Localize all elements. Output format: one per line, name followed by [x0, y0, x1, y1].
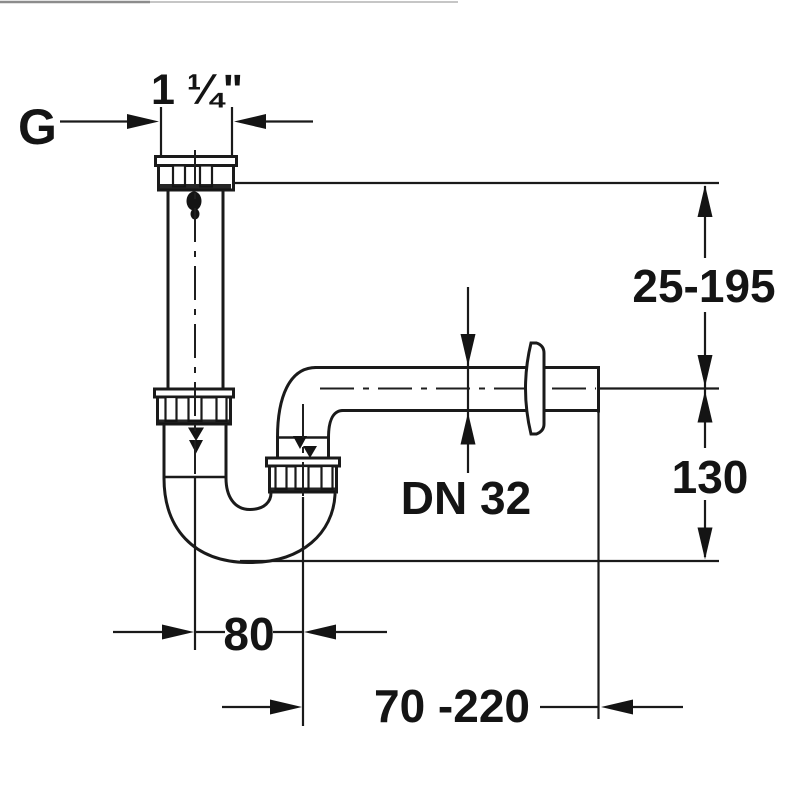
wall-outlet-dimension: [222, 411, 683, 726]
trap-depth-label: 130: [672, 451, 749, 503]
p-trap-bend: [162, 422, 337, 565]
flow-mark: [293, 436, 307, 449]
centerlines: [194, 150, 596, 497]
arrow-left-icon: [234, 114, 266, 129]
flow-mark: [303, 446, 317, 458]
inlet-height-dimension: [234, 181, 719, 448]
arrow-right-icon: [270, 699, 302, 715]
thread-label: G: [18, 99, 57, 155]
inlet-height-label: 25-195: [632, 260, 775, 312]
wall-outlet-label: 70 -220: [374, 680, 530, 732]
arrow-right-icon: [127, 114, 159, 129]
arrow-up-icon: [697, 390, 713, 423]
thread-size-label: 1 ¼": [151, 66, 243, 114]
wall-flange: [524, 341, 546, 436]
arrow-left-icon: [601, 699, 633, 715]
trap-offset-dimension: [113, 477, 387, 650]
arrow-up-icon: [697, 185, 713, 217]
arrow-right-icon: [162, 624, 194, 640]
inlet-tailpiece-pipe: [166, 188, 225, 391]
trap-depth-dimension: [240, 387, 719, 563]
outlet-elbow-pipe: [275, 365, 600, 460]
arrow-down-icon: [697, 355, 713, 387]
thread-size-dimension: [60, 107, 313, 156]
arrow-down-icon: [697, 527, 713, 560]
arrow-down-icon: [460, 334, 476, 366]
pipe-diameter-label: DN 32: [401, 472, 531, 524]
pipe-diameter-dimension: [460, 287, 476, 473]
arrow-left-icon: [304, 624, 336, 640]
flow-mark: [188, 427, 204, 441]
trap-offset-label: 80: [223, 608, 274, 660]
arrow-up-icon: [460, 412, 476, 445]
